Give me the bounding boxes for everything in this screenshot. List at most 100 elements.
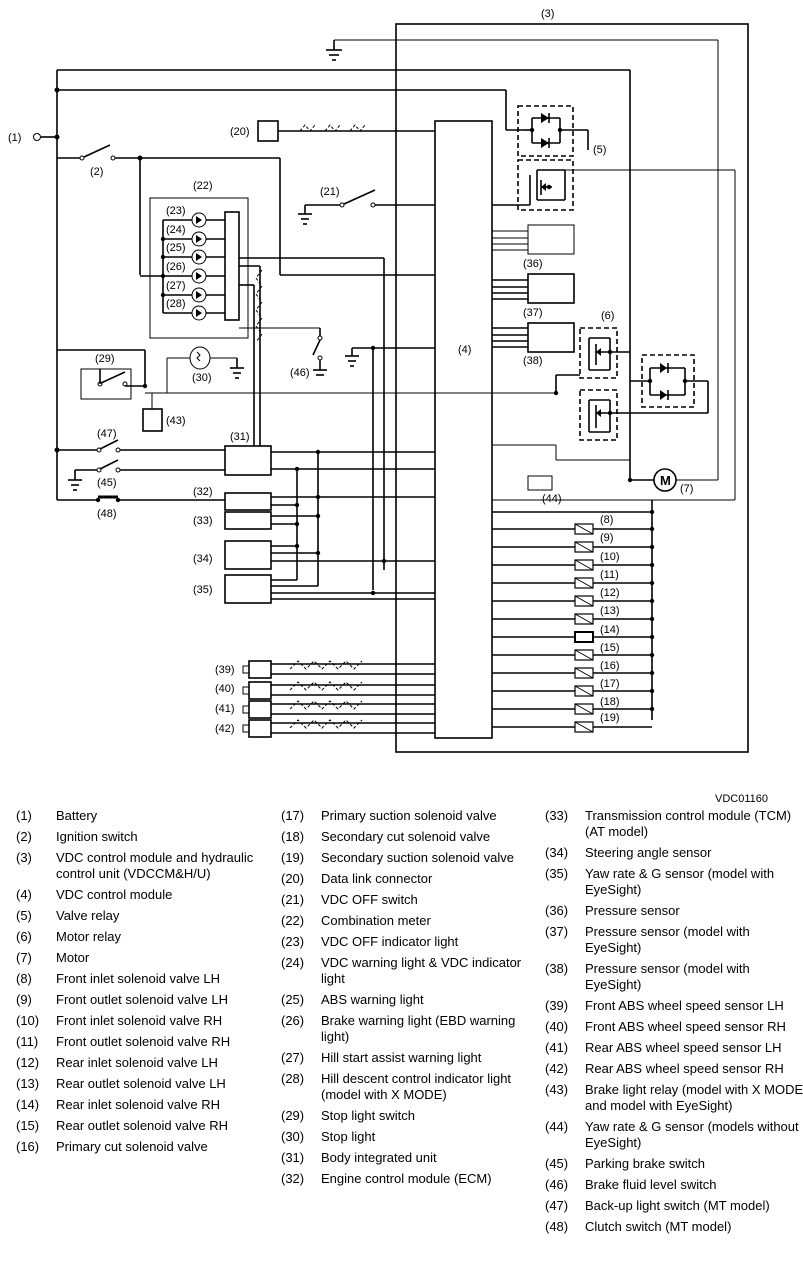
label-48: (48) — [97, 508, 117, 520]
label-14: (14) — [600, 624, 620, 636]
legend-number: (31) — [281, 1150, 305, 1165]
legend-text: VDC OFF switch — [321, 892, 418, 907]
legend-number: (27) — [281, 1050, 305, 1065]
legend-item: (24)VDC warning light & VDC indicator li… — [281, 955, 544, 987]
legend-text: Yaw rate & G sensor (model with EyeSight… — [585, 866, 775, 897]
legend-number: (9) — [16, 992, 32, 1007]
legend-text: Back-up light switch (MT model) — [585, 1198, 770, 1213]
legend-item: (25)ABS warning light — [281, 992, 544, 1008]
legend-item: (12) Rear inlet solenoid valve LH — [16, 1055, 279, 1071]
legend-item: (21) VDC OFF switch — [281, 892, 544, 908]
legend-text: Stop light switch — [321, 1108, 415, 1123]
legend-item: (34)Steering angle sensor — [545, 845, 803, 861]
legend-item: (27)Hill start assist warning light — [281, 1050, 544, 1066]
label-33: (33) — [193, 515, 213, 527]
legend-item: (32)Engine control module (ECM) — [281, 1171, 544, 1187]
label-9: (9) — [600, 532, 613, 544]
vdccm-hu-outline — [395, 23, 749, 753]
legend-text: Valve relay — [56, 908, 120, 923]
legend-number: (37) — [545, 924, 569, 939]
legend-number: (5) — [16, 908, 32, 923]
legend-item: (36)Pressure sensor — [545, 903, 803, 919]
legend-number: (20) — [281, 871, 305, 886]
figure-code: VDC01160 — [715, 793, 768, 805]
legend-number: (13) — [16, 1076, 40, 1091]
legend-column-1: (1)Battery(2)Ignition switch(3)VDC contr… — [16, 808, 279, 1160]
label-21: (21) — [320, 186, 340, 198]
label-16: (16) — [600, 660, 620, 672]
legend-number: (48) — [545, 1219, 569, 1234]
legend-item: (45)Parking brake switch — [545, 1156, 803, 1172]
legend-text: Transmission control module (TCM) (AT mo… — [585, 808, 792, 839]
label-3: (3) — [541, 8, 554, 20]
legend-item: (30)Stop light — [281, 1129, 544, 1145]
legend-text: Yaw rate & G sensor (models without EyeS… — [585, 1119, 799, 1150]
legend-text: Front outlet solenoid valve LH — [56, 992, 228, 1007]
legend-item: (42)Rear ABS wheel speed sensor RH — [545, 1061, 803, 1077]
legend-text: Stop light — [321, 1129, 376, 1144]
legend-item: (31)Body integrated unit — [281, 1150, 544, 1166]
label-10: (10) — [600, 551, 620, 563]
label-36: (36) — [523, 258, 543, 270]
legend-text: Pressure sensor (model with EyeSight) — [585, 924, 750, 955]
legend-item: (41)Rear ABS wheel speed sensor LH — [545, 1040, 803, 1056]
legend-number: (21) — [281, 892, 305, 907]
label-7: (7) — [680, 483, 693, 495]
legend-item: (35)Yaw rate & G sensor (model with EyeS… — [545, 866, 803, 898]
legend-item: (10)Front inlet solenoid valve RH — [16, 1013, 279, 1029]
label-38: (38) — [523, 355, 543, 367]
label-8: (8) — [600, 514, 613, 526]
label-41: (41) — [215, 703, 235, 715]
legend-number: (43) — [545, 1082, 569, 1097]
label-12: (12) — [600, 587, 620, 599]
legend-text: Brake warning light (EBD warning light) — [321, 1013, 516, 1044]
legend-number: (34) — [545, 845, 569, 860]
legend-text: ABS warning light — [321, 992, 424, 1007]
legend-text: Clutch switch (MT model) — [585, 1219, 732, 1234]
label-45: (45) — [97, 477, 117, 489]
legend-item: (26)Brake warning light (EBD warning lig… — [281, 1013, 544, 1045]
legend-number: (17) — [281, 808, 305, 823]
label-22: (22) — [193, 180, 213, 192]
legend-text: VDC control module — [56, 887, 173, 902]
legend-text: Data link connector — [321, 871, 433, 886]
label-32: (32) — [193, 486, 213, 498]
legend-number: (4) — [16, 887, 32, 902]
legend-text: Rear inlet solenoid valve LH — [56, 1055, 218, 1070]
legend-text: Front ABS wheel speed sensor RH — [585, 1019, 786, 1034]
legend-number: (7) — [16, 950, 32, 965]
label-2: (2) — [90, 166, 103, 178]
label-17: (17) — [600, 678, 620, 690]
label-44: (44) — [542, 493, 562, 505]
label-4: (4) — [458, 344, 471, 356]
legend-text: Combination meter — [321, 913, 431, 928]
legend-number: (18) — [281, 829, 305, 844]
legend-item: (22)Combination meter — [281, 913, 544, 929]
legend-number: (29) — [281, 1108, 305, 1123]
legend-number: (12) — [16, 1055, 40, 1070]
label-39: (39) — [215, 664, 235, 676]
legend-item: (43) Brake light relay (model with X MODE… — [545, 1082, 803, 1114]
legend-item: (3)VDC control module and hydraulic cont… — [16, 850, 279, 882]
legend-item: (2)Ignition switch — [16, 829, 279, 845]
legend-number: (44) — [545, 1119, 569, 1134]
legend-item: (38)Pressure sensor (model with EyeSight… — [545, 961, 803, 993]
legend-item: (13)Rear outlet solenoid valve LH — [16, 1076, 279, 1092]
legend-item: (17)Primary suction solenoid valve — [281, 808, 544, 824]
label-18: (18) — [600, 696, 620, 708]
legend-number: (45) — [545, 1156, 569, 1171]
legend-number: (38) — [545, 961, 569, 976]
label-46: (46) — [290, 367, 310, 379]
label-29: (29) — [95, 353, 115, 365]
legend-number: (32) — [281, 1171, 305, 1186]
legend-text: Brake fluid level switch — [585, 1177, 717, 1192]
wiring-diagram: M — [8, 8, 749, 753]
label-26: (26) — [166, 261, 186, 273]
legend-number: (42) — [545, 1061, 569, 1076]
legend-item: (28)Hill descent control indicator light… — [281, 1071, 544, 1103]
legend-number: (16) — [16, 1139, 40, 1154]
label-5: (5) — [593, 144, 606, 156]
legend-text: Brake light relay (model with X MODE and… — [585, 1082, 803, 1113]
label-15: (15) — [600, 642, 620, 654]
legend-number: (28) — [281, 1071, 305, 1086]
